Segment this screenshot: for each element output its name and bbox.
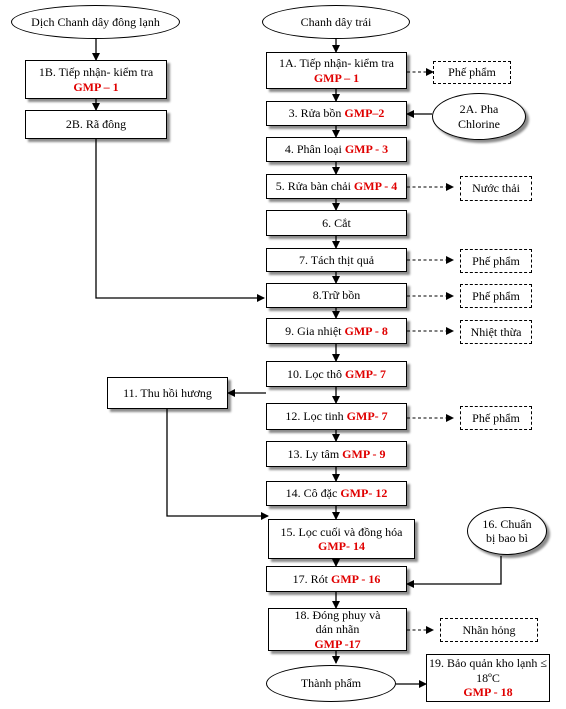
step-6: 6. Cắt [266,210,407,236]
step-9-gmp: GMP - 8 [344,323,388,338]
finish-product: Thành phẩm [266,665,396,702]
step-3-gmp: GMP–2 [344,106,385,121]
step-14-gmp: GMP- 12 [340,486,388,501]
output-wastewater: Nước thải [460,176,532,201]
step-4-label: 4. Phân loại [284,142,342,157]
step-17-gmp: GMP - 16 [331,571,381,586]
step-19: 19. Bảo quản kho lạnh ≤ 18ºC GMP - 18 [426,654,550,702]
step-16: 16. Chuẩn bị bao bì [467,507,547,555]
step-4: 4. Phân loại GMP - 3 [266,137,407,162]
step-10-gmp: GMP- 7 [345,366,386,381]
step-13: 13. Ly tâm GMP - 9 [266,441,407,467]
step-11: 11. Thu hồi hương [107,377,228,409]
step-13-label: 13. Ly tâm [287,446,340,461]
step-7-label: 7. Tách thịt quả [298,252,375,267]
start-fresh-fruit-label: Chanh dây trái [300,14,372,29]
output-damaged-labels-label: Nhãn hỏng [462,622,516,637]
step-15: 15. Lọc cuối và đồng hóa GMP- 14 [268,519,415,559]
output-waste-1-label: Phế phẩm [448,65,496,80]
step-1a-gmp: GMP – 1 [313,70,360,85]
step-14-label: 14. Cô đặc [285,486,338,501]
output-waste-3-label: Phế phẩm [472,288,520,303]
step-8: 8.Trữ bồn [266,283,407,308]
output-waste-4: Phế phẩm [460,406,532,430]
step-2b: 2B. Rã đông [25,110,167,139]
step-12: 12. Lọc tinh GMP- 7 [266,403,407,430]
step-2a: 2A. Pha Chlorine [432,93,526,140]
step-7: 7. Tách thịt quả [266,248,407,272]
output-waste-2: Phế phẩm [460,249,532,273]
step-18-gmp: GMP -17 [314,636,361,651]
step-12-label: 12. Lọc tinh [285,409,344,424]
step-15-label: 15. Lọc cuối và đồng hóa [280,524,403,539]
step-19-gmp: GMP - 18 [463,685,513,700]
step-5-label: 5. Rửa bàn chải [275,179,351,194]
output-excess-heat: Nhiệt thừa [460,320,532,344]
step-2a-label: 2A. Pha Chlorine [458,102,500,131]
step-19-label: 19. Bảo quản kho lạnh ≤ 18ºC [429,656,547,685]
output-waste-3: Phế phẩm [460,284,532,308]
step-1b-label: 1B. Tiếp nhận- kiểm tra [38,65,154,80]
start-frozen-juice: Dịch Chanh dây đông lạnh [11,5,180,39]
step-12-gmp: GMP- 7 [346,409,388,424]
output-damaged-labels: Nhãn hỏng [440,618,538,642]
step-9: 9. Gia nhiệt GMP - 8 [266,318,407,344]
start-fresh-fruit: Chanh dây trái [262,5,410,39]
step-16-label: 16. Chuẩn bị bao bì [482,516,532,545]
step-5: 5. Rửa bàn chải GMP - 4 [266,174,407,199]
step-1a: 1A. Tiếp nhận- kiểm tra GMP – 1 [266,52,407,89]
finish-product-label: Thành phẩm [300,676,362,691]
step-18: 18. Đóng phuy và dán nhãn GMP -17 [268,608,407,651]
step-13-gmp: GMP - 9 [342,446,386,461]
step-1b: 1B. Tiếp nhận- kiểm tra GMP – 1 [25,60,167,99]
output-waste-4-label: Phế phẩm [472,410,520,425]
step-4-gmp: GMP - 3 [344,142,389,157]
step-1a-label: 1A. Tiếp nhận- kiểm tra [279,56,394,71]
step-3: 3. Rửa bồn GMP–2 [266,101,407,126]
step-2b-label: 2B. Rã đông [65,117,127,132]
step-10-label: 10. Lọc thô [287,366,342,381]
step-10: 10. Lọc thô GMP- 7 [266,361,407,387]
step-6-label: 6. Cắt [322,215,351,230]
step-15-gmp: GMP- 14 [318,539,365,553]
step-18-label: 18. Đóng phuy và dán nhãn [294,607,381,637]
step-1b-gmp: GMP – 1 [73,79,119,94]
output-excess-heat-label: Nhiệt thừa [470,324,522,339]
output-waste-1: Phế phẩm [433,61,511,84]
output-wastewater-label: Nước thải [472,181,520,196]
step-5-gmp: GMP - 4 [353,179,398,194]
step-8-label: 8.Trữ bồn [312,288,361,303]
start-frozen-juice-label: Dịch Chanh dây đông lạnh [31,14,160,29]
step-9-label: 9. Gia nhiệt [285,323,342,338]
step-14: 14. Cô đặc GMP- 12 [266,481,407,506]
step-3-label: 3. Rửa bồn [288,106,342,121]
output-waste-2-label: Phế phẩm [472,253,520,268]
step-11-label: 11. Thu hồi hương [123,385,212,400]
step-17: 17. Rót GMP - 16 [266,566,407,592]
step-17-label: 17. Rót [292,571,328,586]
